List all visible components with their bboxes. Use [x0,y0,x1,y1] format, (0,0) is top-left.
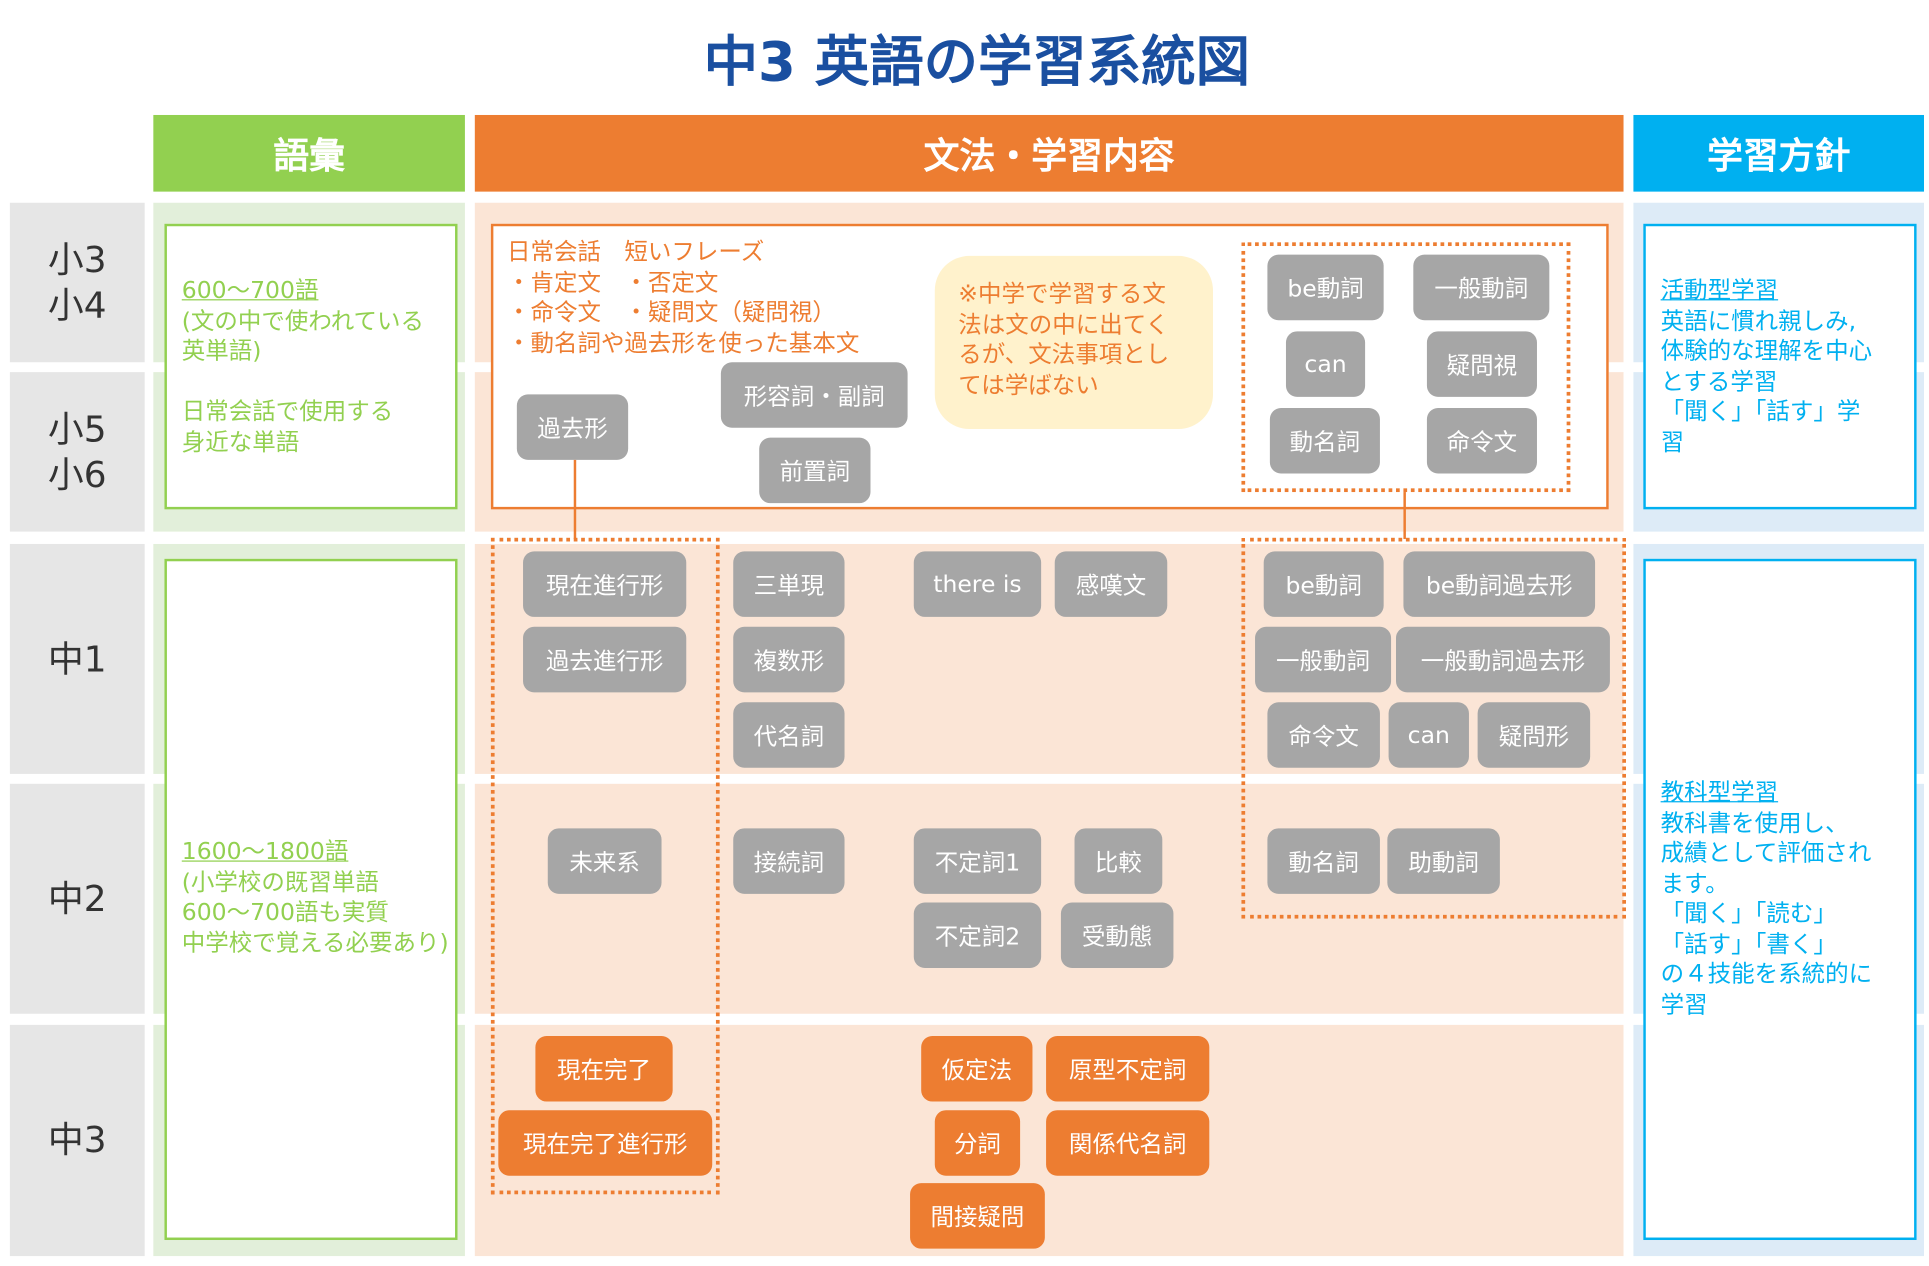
policy-line: 習 [1660,428,1685,456]
grammar-pill-new: 仮定法 [921,1036,1033,1102]
grammar-pill-new: 分詞 [934,1110,1021,1176]
dotted-group-verbs [1241,537,1626,919]
grammar-pill: 三単現 [733,551,845,617]
note-callout: ※中学で学習する文 法は文の中に出てく るが、文法事項とし ては学ばない [934,255,1214,429]
policy-line: 教科書を使用し、 [1660,809,1849,837]
vocab-line [182,367,455,397]
grammar-pill: be動詞 [1267,254,1384,321]
grammar-pill: be動詞 [1263,551,1384,617]
vocab-line: 英単語) [181,337,262,365]
grade-label-j3: 中3 [9,1024,145,1257]
grammar-line: ・動名詞や過去形を使った基本文 [506,329,860,357]
vocab-count: 600～700語 [181,276,319,305]
grammar-pill: 代名詞 [733,702,845,768]
grammar-pill: 比較 [1074,828,1163,894]
grammar-pill: 現在進行形 [523,551,687,617]
page-title: 中3 英語の学習系統図 [703,30,1251,94]
grammar-pill: 未来系 [547,828,662,894]
elementary-grammar-text: 日常会話 短いフレーズ ・肯定文 ・否定文 ・命令文 ・疑問文（疑問視） ・動名… [507,237,859,358]
vocab-count: 1600～1800語 [181,838,349,866]
policy-heading: 活動型学習 [1660,276,1779,305]
grammar-pill: can [1285,331,1366,397]
grammar-pill: 感嘆文 [1054,551,1168,617]
policy-heading: 教科型学習 [1660,778,1779,807]
grade-label-j2: 中2 [9,783,145,1014]
dotted-group-tenses [490,537,720,1195]
grammar-pill: 受動態 [1060,902,1174,969]
grammar-pill: 一般動詞過去形 [1396,626,1610,693]
grammar-pill: 接続詞 [733,828,845,894]
grammar-pill: 一般動詞 [1255,626,1392,693]
grade-label-j1: 中1 [9,543,145,774]
grammar-pill: 不定詞2 [913,902,1042,969]
grammar-pill-new: 間接疑問 [910,1183,1045,1249]
dotted-group-elementary [1241,242,1571,493]
grammar-pill: 疑問形 [1477,702,1591,768]
policy-line: ます。 [1660,869,1729,897]
vocab-elementary-box: 600～700語 (文の中で使われている 英単語) 日常会話で使用する 身近な単… [164,223,458,510]
vocab-line: 600～700語も実質 [181,898,389,926]
policy-line: 成績として評価され [1660,839,1872,867]
policy-junior-box: 教科型学習 教科書を使用し、 成績として評価され ます。 「聞く」「読む」 「話… [1643,558,1917,1241]
row-bg [474,783,1624,1014]
connector-line [1403,492,1406,540]
vocab-line: 日常会話で使用する [181,398,394,426]
vocab-line: (小学校の既習単語 [181,868,379,896]
grammar-pill-new: 原型不定詞 [1046,1036,1210,1102]
grammar-line: ・肯定文 ・否定文 [506,268,719,297]
grammar-pill-new: 現在完了 [535,1036,673,1102]
vocab-line: 中学校で覚える必要あり) [181,929,449,957]
policy-line: 「聞く」「話す」学 [1660,398,1861,426]
policy-line: とする学習 [1660,367,1778,395]
policy-line: 英語に慣れ親しみ, [1660,307,1857,335]
policy-line: 「話す」「書く」 [1660,930,1837,958]
header-policy: 学習方針 [1633,114,1924,192]
grammar-pill: 動名詞 [1267,828,1380,894]
grammar-line: ・命令文 ・疑問文（疑問視） [506,299,836,327]
grammar-pill: be動詞過去形 [1403,551,1596,617]
grammar-pill: 過去形 [516,394,629,460]
connector-line [573,459,577,540]
grammar-pill: 複数形 [733,626,845,693]
header-grammar: 文法・学習内容 [474,114,1624,192]
vocab-line: 身近な単語 [181,428,300,456]
policy-line: 「聞く」「読む」 [1660,900,1837,928]
header-vocab: 語彙 [153,114,465,192]
policy-line: の４技能を系統的に [1660,960,1873,988]
grammar-pill: 形容詞・副詞 [720,362,908,428]
grammar-pill: 命令文 [1267,702,1380,768]
policy-elementary-box: 活動型学習 英語に慣れ親しみ, 体験的な理解を中心 とする学習 「聞く」「話す」… [1643,223,1917,510]
grammar-pill: 不定詞1 [913,828,1042,894]
grade-label-e34: 小3 小4 [9,202,145,363]
grammar-pill: 動名詞 [1269,407,1380,474]
policy-line: 体験的な理解を中心 [1660,337,1873,365]
vocab-line: (文の中で使われている [181,307,425,335]
grammar-pill: 一般動詞 [1413,254,1550,321]
grammar-pill: 疑問視 [1426,331,1537,397]
grammar-pill: 助動詞 [1387,828,1500,894]
grammar-line: 日常会話 短いフレーズ [506,238,765,266]
grammar-pill: can [1388,702,1469,768]
grammar-pill: 過去進行形 [523,626,687,693]
grammar-pill: 命令文 [1426,407,1537,474]
vocab-junior-box: 1600～1800語 (小学校の既習単語 600～700語も実質 中学校で覚える… [164,558,458,1241]
grammar-pill: there is [913,551,1042,617]
grammar-pill-new: 関係代名詞 [1046,1110,1210,1176]
policy-line: 学習 [1660,990,1708,1019]
grammar-pill: 前置詞 [759,437,871,504]
grade-label-e56: 小5 小6 [9,372,145,532]
grammar-pill-new: 現在完了進行形 [498,1110,713,1176]
